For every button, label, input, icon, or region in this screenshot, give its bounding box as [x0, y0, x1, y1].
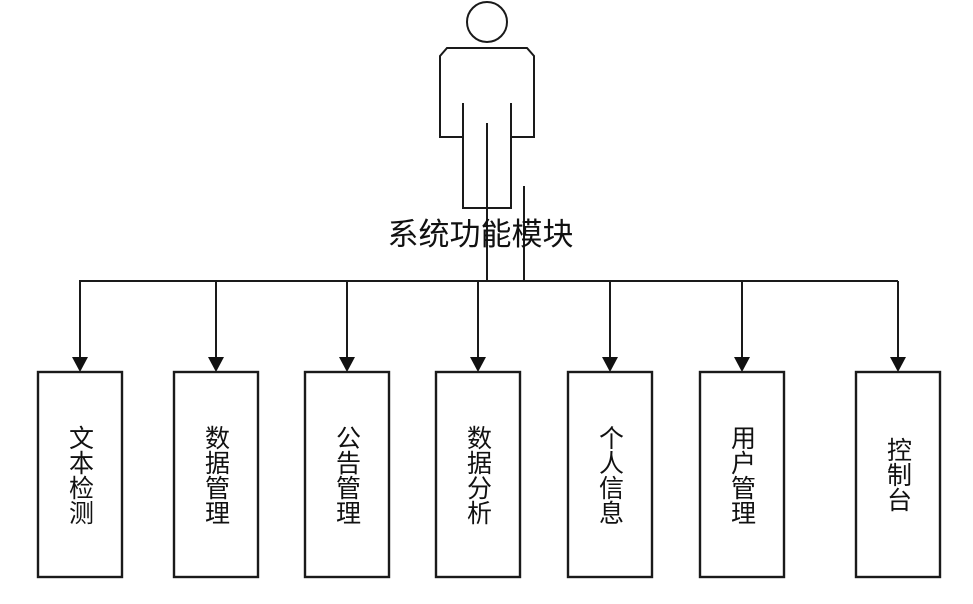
arrowhead-icon-4: [470, 357, 486, 372]
arrowhead-icon-2: [208, 357, 224, 372]
arrowhead-icon-3: [339, 357, 355, 372]
module-box-4[interactable]: [434, 370, 522, 579]
arrowhead-icon-1: [72, 357, 88, 372]
diagram-title-text: 系统功能模块: [387, 217, 574, 253]
arrowhead-icon-5: [602, 357, 618, 372]
actor-figure[interactable]: [439, 1, 535, 209]
module-label-user-management[interactable]: 用户管理: [727, 424, 757, 525]
module-label-data-analysis[interactable]: 数据分析: [463, 424, 493, 525]
module-box-1[interactable]: [36, 370, 124, 579]
module-box-6[interactable]: [698, 370, 786, 579]
module-boxes: [36, 370, 942, 579]
module-label-notice-management[interactable]: 公告管理: [332, 424, 362, 525]
arrowhead-icon-7: [890, 357, 906, 372]
branch-connectors: [72, 281, 906, 372]
arrowhead-icon-6: [734, 357, 750, 372]
module-label-text-detection[interactable]: 文本检测: [65, 424, 95, 525]
module-box-3[interactable]: [303, 370, 391, 579]
module-label-personal-info[interactable]: 个人信息: [595, 424, 625, 525]
actor-head-icon: [466, 1, 508, 43]
module-box-2[interactable]: [172, 370, 260, 579]
module-box-7[interactable]: [854, 370, 942, 579]
diagram-title: 系统功能模块: [0, 216, 973, 254]
module-label-data-management[interactable]: 数据管理: [201, 424, 231, 525]
module-box-5[interactable]: [566, 370, 654, 579]
module-label-console[interactable]: 控制台: [883, 437, 913, 512]
